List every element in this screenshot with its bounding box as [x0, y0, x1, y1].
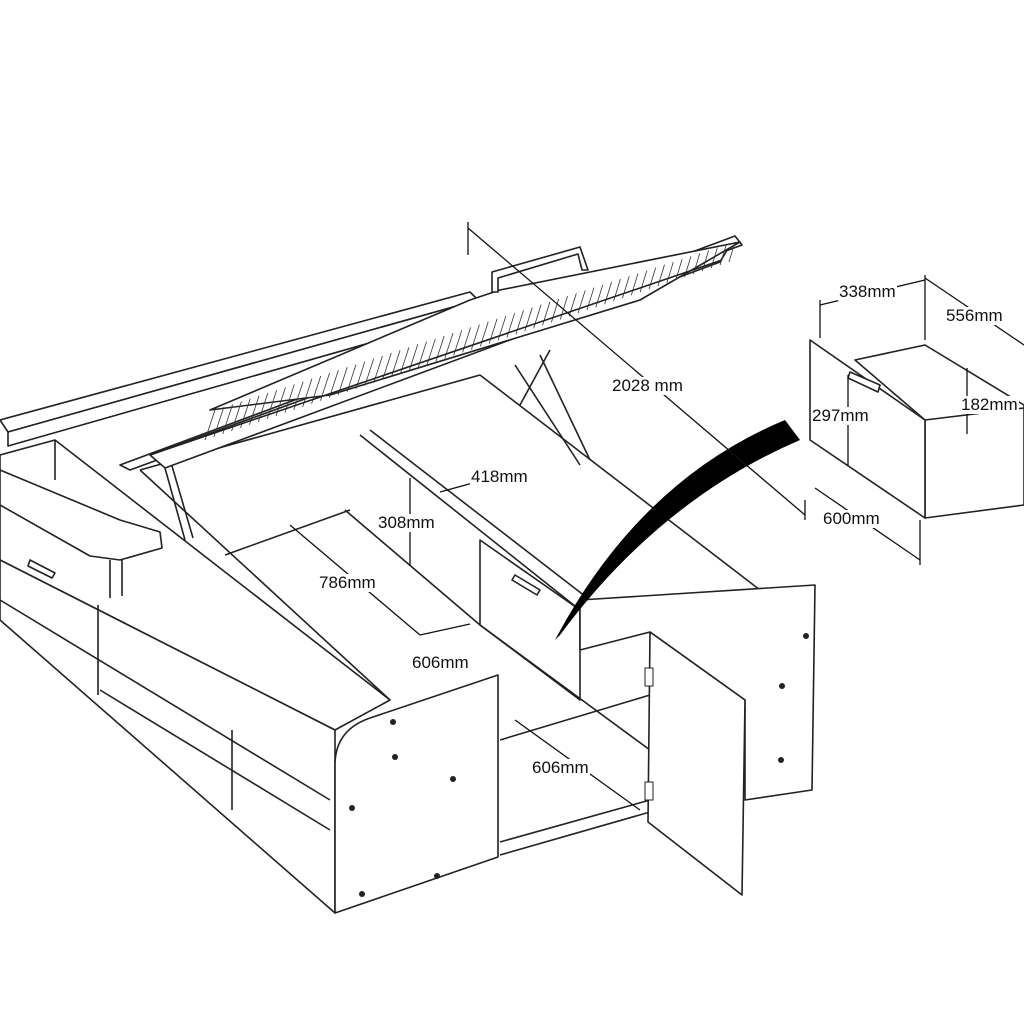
- dim-compartment-width-lower: 606mm: [531, 758, 590, 777]
- slat: [675, 258, 683, 281]
- slat: [684, 256, 692, 278]
- slat: [710, 247, 718, 269]
- slat: [728, 241, 736, 263]
- dim-drawer-length: 600mm: [822, 509, 881, 528]
- slat: [719, 244, 727, 266]
- shelf-unit: [0, 439, 391, 914]
- open-arrow: [555, 420, 800, 640]
- dim-compartment-length: 786mm: [318, 573, 377, 592]
- slat: [666, 261, 674, 284]
- drawer: [809, 339, 1024, 519]
- front-end-panel: [334, 674, 499, 914]
- slat: [630, 273, 639, 296]
- slat: [613, 278, 621, 302]
- slat: [604, 281, 612, 305]
- dim-inner-width: 418mm: [470, 467, 529, 486]
- headboard-rail: [0, 291, 479, 447]
- dim-drawer-inner-height: 182mm: [960, 395, 1019, 414]
- slat: [639, 270, 648, 293]
- dim-bed-length: 2028 mm: [611, 376, 684, 395]
- bed-frame: [139, 374, 761, 856]
- slat: [622, 276, 630, 299]
- dim-drawer-width: 338mm: [838, 282, 897, 301]
- dim-drawer-depth: 556mm: [945, 306, 1004, 325]
- slat: [701, 250, 709, 272]
- dim-compartment-width-upper: 606mm: [411, 653, 470, 672]
- right-cabinet: [579, 584, 816, 896]
- slat: [657, 264, 665, 287]
- dim-inner-height: 308mm: [377, 513, 436, 532]
- slat: [693, 253, 701, 275]
- lifted-slatted-base: [119, 235, 743, 541]
- dim-drawer-front-height: 297mm: [811, 406, 870, 425]
- slat: [595, 284, 604, 308]
- slat: [648, 267, 657, 290]
